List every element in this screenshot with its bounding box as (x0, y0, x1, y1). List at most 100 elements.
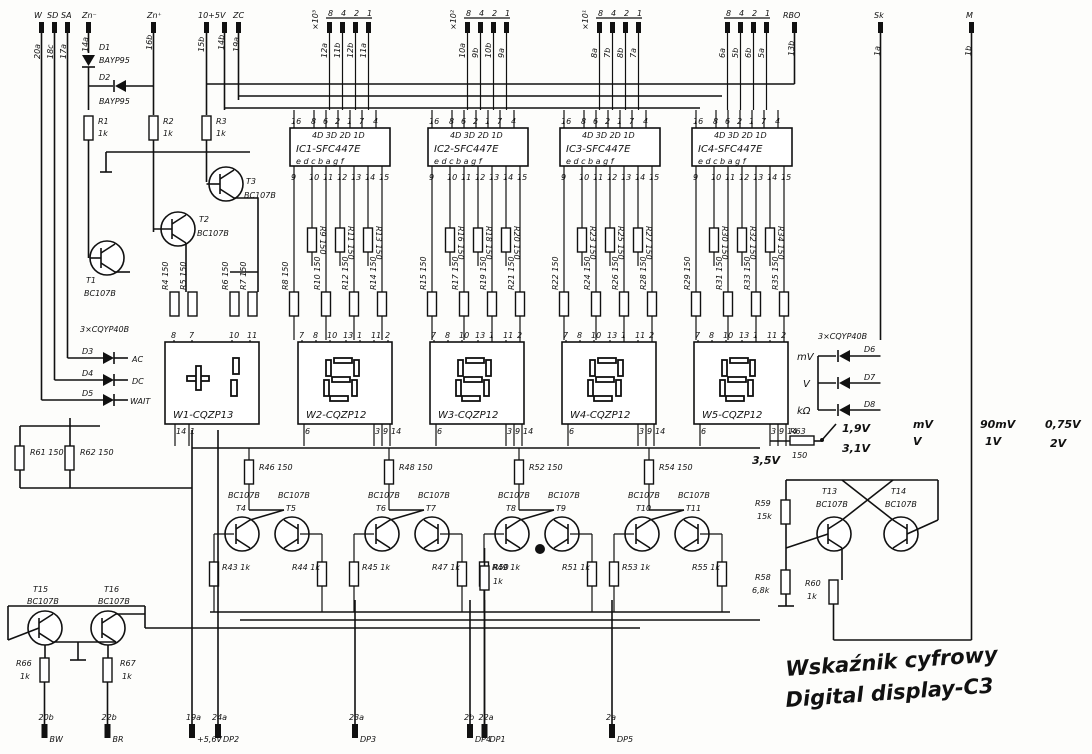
transistor-emitter (235, 538, 251, 549)
resistor-label: R27 150 (644, 226, 653, 260)
pin-label: 10a (458, 43, 467, 58)
pin-label: 11b (333, 43, 342, 58)
resistor-body (513, 459, 525, 485)
ladder-resistor-lower: R15 150 (419, 186, 438, 340)
display-pin-label: 2 (517, 331, 522, 340)
display-pin-label: 13 (607, 331, 617, 340)
display-pin-label: 10 (229, 331, 239, 340)
ladder-resistor-upper: R32 150 (736, 186, 757, 266)
display-name: W5-CQZP12 (702, 410, 762, 421)
resistor-body (764, 227, 776, 253)
transistor-name: T7 (426, 504, 437, 513)
ic-pin-label: 2 (605, 117, 610, 126)
resistor-label: R44 1k (292, 563, 320, 572)
display-pin-label: 8 (445, 331, 450, 340)
range-label: 3,1V (842, 442, 871, 455)
transistor-name: T11 (686, 504, 701, 513)
ic-pin-label: 13 (753, 173, 763, 182)
pin-label: 22a (479, 713, 494, 722)
resistor-label: R63 (790, 427, 806, 436)
resistor-label: R29 150 (683, 256, 692, 290)
connector-pin (481, 724, 488, 738)
transistor-collector (505, 519, 521, 530)
ic-pin-label: 4 (511, 117, 516, 126)
display-pin-label: 9 (383, 427, 388, 436)
display-pin-label: 3 (771, 427, 776, 436)
pin-label: 14a (81, 37, 90, 52)
segment-d (329, 395, 349, 402)
pin-label: 14b (217, 35, 226, 50)
resistor-label: R67 (120, 659, 137, 668)
ic-name: IC3-SFC447E (566, 144, 631, 155)
resistor-body (208, 561, 220, 587)
ic-input-labels: 4D 3D 2D 1D (582, 131, 635, 140)
top-pin-sk: Sk 1a (873, 11, 884, 120)
transistor-type: BC107B (498, 491, 530, 500)
resistor-body (778, 291, 790, 317)
display-pin-label: 7 (189, 331, 195, 340)
resistor-name: R1 (98, 117, 109, 126)
ic-pin-label: 2 (473, 117, 478, 126)
resistor-label: R20 150 (512, 226, 521, 260)
ladder-resistor-lower: R24 150 (583, 186, 602, 340)
resistor-body (243, 459, 255, 485)
ic-pin-label: 2 (737, 117, 742, 126)
transistor-collector (283, 519, 299, 530)
display-pin-label: 8 (577, 331, 582, 340)
net-label: +5,6V (197, 735, 222, 744)
display-body (164, 341, 260, 425)
ic-pin-label: 11 (461, 173, 471, 182)
pin-label: 8a (590, 48, 599, 58)
led-label: AC (131, 355, 143, 364)
ladder-resistor-upper: R27 150 (632, 186, 653, 266)
connector-pin (504, 22, 509, 33)
top-pin-zn-plus: Zn⁺ 16b (145, 11, 162, 115)
net-label: RBO (783, 11, 800, 20)
resistor-body (722, 291, 734, 317)
ic-pin-label: 6 (323, 117, 328, 126)
segment-c (747, 379, 754, 397)
segment-f (589, 359, 596, 377)
net-label: Zn⁺ (146, 11, 162, 20)
top-pin-rbo: RBO 13b (783, 11, 800, 60)
group-multiplier: ×10¹ (581, 10, 590, 30)
transistor-name: T1 (86, 276, 96, 285)
resistor-label: R17 150 (451, 256, 460, 290)
led-name: D8 (864, 400, 875, 409)
resistor-label: R55 1k (692, 563, 720, 572)
transistor-name: T10 (636, 504, 651, 513)
resistor-body (558, 291, 570, 317)
bcd-weight: 8 (466, 9, 471, 18)
resistor-name: R3 (216, 117, 227, 126)
resistor-label: R51 1k (562, 563, 590, 572)
transistor-type: BC107B (816, 500, 848, 509)
resistor-label: R30 150 (720, 226, 729, 260)
segment-c (483, 379, 490, 397)
ic-pin-label: 15 (517, 173, 527, 182)
transistor-collector (375, 519, 391, 530)
net-label: Zn⁻ (81, 11, 97, 20)
ladder-resistor-upper: R18 150 (472, 186, 493, 266)
range-table-head: V (913, 435, 923, 448)
connector-pin (636, 22, 641, 33)
driver-link (389, 509, 425, 521)
ic-pin-label: 10 (309, 173, 319, 182)
connector-pin (215, 724, 221, 738)
pin-label: 20a (33, 44, 42, 59)
led-group-right-label: 3×CQYP40B (818, 332, 867, 341)
transistor-name: T13 (822, 487, 837, 496)
led-label: kΩ (797, 406, 811, 417)
resistor-name: R50 (493, 563, 509, 572)
diode-name: D2 (99, 73, 110, 82)
pin-label: 9a (497, 48, 506, 58)
connector-pin (764, 22, 769, 33)
display-pin-label: 9 (779, 427, 784, 436)
